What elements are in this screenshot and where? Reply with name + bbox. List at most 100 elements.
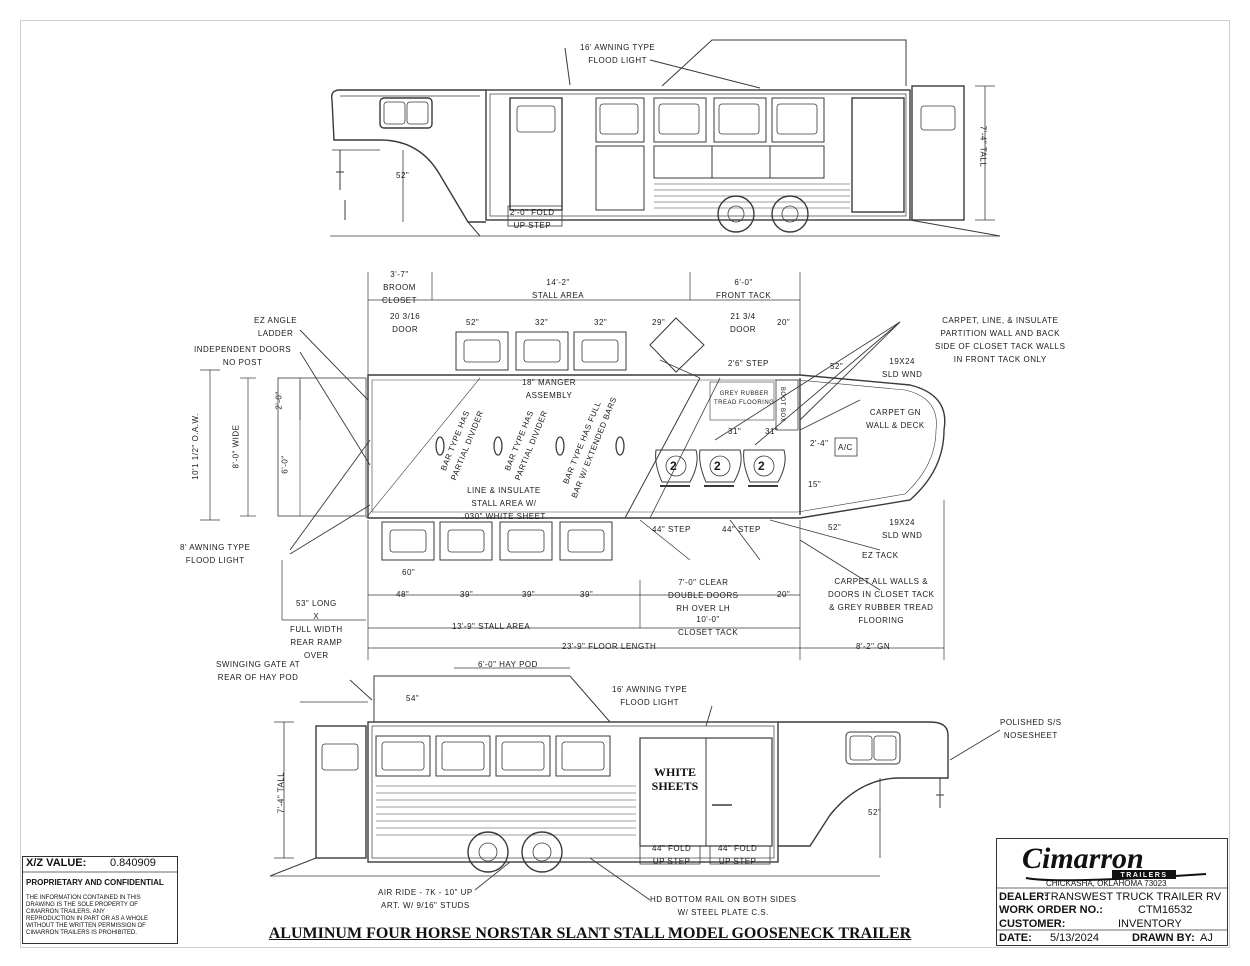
clear-7-label: 7'-0" CLEAR DOUBLE DOORS RH OVER LH	[668, 578, 739, 613]
carpet-line-label: CARPET, LINE, & INSULATE PARTITION WALL …	[935, 316, 1066, 364]
dim-20a: 20"	[777, 318, 791, 327]
dim-29a: 29"	[652, 318, 666, 327]
logo-text: Cimarron	[1022, 842, 1144, 875]
drawing-title: ALUMINUM FOUR HORSE NORSTAR SLANT STALL …	[268, 925, 912, 942]
top-elevation-view	[330, 39, 1001, 237]
dim-60: 60"	[402, 568, 416, 577]
drawn-by-label: DRAWN BY:	[1132, 932, 1195, 944]
xz-value: 0.840909	[110, 857, 156, 869]
xz-label: X/Z VALUE:	[26, 857, 87, 869]
dim-48: 48"	[396, 590, 410, 599]
plan-view	[200, 272, 946, 660]
dealer-label: DEALER:	[999, 891, 1048, 903]
top-wheel-2	[771, 195, 809, 233]
title-block	[996, 838, 1228, 946]
manger-label: 18" MANGER ASSEMBLY	[522, 378, 577, 400]
xz-value-box	[22, 856, 178, 944]
hay-pod-label: 6'-0" HAY POD	[478, 660, 538, 669]
top-wheel-1	[717, 195, 755, 233]
top-fold-step: 2'-0" FOLD UP STEP	[510, 208, 555, 230]
stall-number-2: 2	[714, 459, 722, 473]
top-height-label: 7'-4" TALL	[978, 125, 988, 168]
dim-39a: 39"	[460, 590, 474, 599]
floor-length-label: 23'-9" FLOOR LENGTH	[562, 642, 657, 651]
ez-tack-label: EZ TACK	[862, 551, 899, 560]
dim-39b: 39"	[522, 590, 536, 599]
closet-tack-label: 10'-0" CLOSET TACK	[678, 615, 739, 637]
logo-sub: TRAILERS	[1121, 872, 1168, 879]
carpet-walls-label: CARPET ALL WALLS & DOORS IN CLOSET TACK …	[828, 577, 935, 625]
door-20-label: 20 3/16 DOOR	[390, 312, 421, 334]
sld-wnd-2: 19X24 SLD WND	[882, 518, 923, 540]
dim-52b: 52"	[830, 362, 844, 371]
customer-value: INVENTORY	[1118, 918, 1182, 930]
line-insulate-label: LINE & INSULATE STALL AREA W/ .030" WHIT…	[462, 486, 546, 521]
work-order-value: CTM16532	[1138, 904, 1193, 916]
dim-54: 54"	[406, 694, 420, 703]
fold-step-1: 44" FOLD UP STEP	[652, 844, 692, 866]
boot-box-label: BOOT BOX	[779, 386, 786, 423]
bottom-rear-gate	[315, 725, 367, 859]
dim-24: 2'-4"	[810, 439, 829, 448]
date-value: 5/13/2024	[1050, 932, 1099, 944]
top-body	[485, 89, 911, 221]
broom-closet-label: 3'-7" BROOM CLOSET	[382, 270, 418, 305]
drawing-sheet	[20, 20, 1230, 948]
dim-20v: 2'-0"	[274, 391, 284, 410]
independent-doors-label: INDEPENDENT DOORS NO POST	[194, 345, 292, 367]
step-44a: 44" STEP	[652, 525, 691, 534]
top-rear-door	[851, 97, 905, 213]
bottom-body	[367, 721, 779, 863]
dim-52c: 52"	[828, 523, 842, 532]
dim-31b: 31"	[765, 427, 779, 436]
wide-label: 8'-0" WIDE	[231, 424, 241, 469]
stall-number-3: 2	[758, 459, 766, 473]
dim-32a: 32"	[535, 318, 549, 327]
dealer-value: TRANSWEST TRUCK TRAILER RV	[1044, 891, 1222, 903]
date-label: DATE:	[999, 932, 1032, 944]
front-tack-label: 6'-0" FRONT TACK	[716, 278, 772, 300]
ramp-label: 53" LONG X FULL WIDTH REAR RAMP OVER	[290, 599, 343, 660]
awning-8-label: 8' AWNING TYPE FLOOD LIGHT	[180, 543, 251, 565]
stall-area-bottom-label: 13'-9" STALL AREA	[452, 622, 531, 631]
top-gn-window	[379, 97, 433, 129]
bottom-wheel-1	[467, 831, 509, 873]
work-order-label: WORK ORDER NO.:	[999, 904, 1103, 916]
gn-label: 8'-2" GN	[856, 642, 891, 651]
dim-52a: 52"	[466, 318, 480, 327]
polished-label: POLISHED S/S NOSESHEET	[1000, 718, 1062, 740]
dim-15: 15"	[808, 480, 822, 489]
customer-label: CUSTOMER:	[999, 918, 1066, 930]
carpet-gn-label: CARPET GN WALL & DECK	[866, 408, 925, 430]
ac-label: A/C	[838, 443, 853, 452]
location: CHICKASHA, OKLAHOMA 73023	[1046, 879, 1167, 888]
plan-outline	[367, 374, 946, 519]
ez-angle-ladder-label: EZ ANGLE LADDER	[254, 316, 298, 338]
stall-area-top-label: 14'-2" STALL AREA	[532, 278, 585, 300]
proprietary-notice: THE INFORMATION CONTAINED IN THIS DRAWIN…	[26, 895, 149, 936]
top-dressing-door	[509, 97, 563, 211]
proprietary-label: PROPRIETARY AND CONFIDENTIAL	[26, 878, 164, 887]
hd-rail-label: HD BOTTOM RAIL ON BOTH SIDES w/ STEEL PL…	[650, 895, 797, 917]
bottom-wheel-2	[521, 831, 563, 873]
top-awning-label: 16' AWNING TYPE FLOOD LIGHT	[580, 43, 656, 65]
title-block-lines	[22, 871, 1228, 931]
saddle-racks	[655, 449, 786, 487]
bottom-height-label: 7'-4" TALL	[276, 771, 286, 814]
bottom-gooseneck	[778, 721, 949, 847]
top-hitch-height: 52"	[396, 171, 410, 180]
dim-32b: 32"	[594, 318, 608, 327]
top-rear-gate	[911, 85, 965, 221]
swinging-gate-label: SWINGING GATE AT REAR OF HAY POD	[216, 660, 301, 682]
door-21-label: 21 3/4 DOOR	[730, 312, 756, 334]
drawn-by-value: AJ	[1200, 932, 1213, 944]
top-gooseneck	[330, 89, 486, 223]
step-44b: 44" STEP	[722, 525, 761, 534]
grey-rubber-label: GREY RUBBER TREAD FLOORING	[714, 391, 775, 406]
bottom-elevation-view	[269, 667, 1001, 901]
air-ride-label: AIR RIDE - 7K - 10" UP ART. w/ 9/16" STU…	[378, 888, 473, 910]
white-sheets-label: WHITE SHEETS	[651, 765, 699, 793]
dim-20b: 20"	[777, 590, 791, 599]
step-26-label: 2'6" STEP	[728, 359, 769, 368]
bottom-awning-label: 16' AWNING TYPE FLOOD LIGHT	[612, 685, 688, 707]
